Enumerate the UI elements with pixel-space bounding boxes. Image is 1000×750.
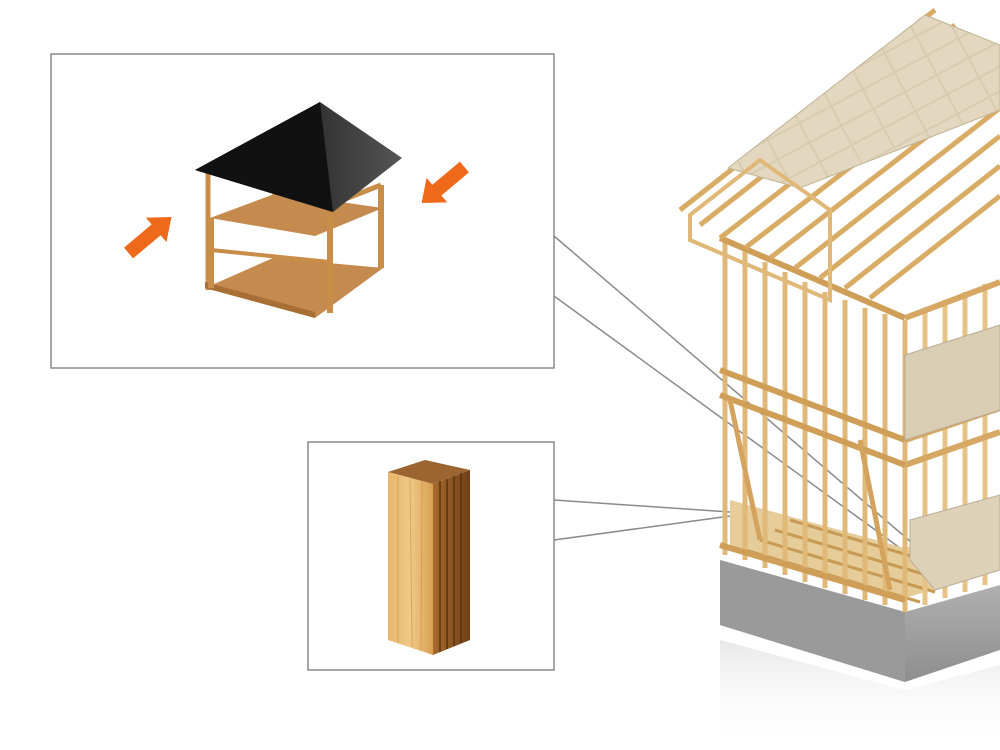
upper-floor-deck	[904, 324, 1000, 441]
house-frame-icon	[195, 102, 402, 318]
arrow-icon	[421, 161, 469, 203]
house-framing-illustration	[678, 8, 1000, 750]
callout-structure	[50, 53, 555, 369]
callout-lumber	[307, 441, 555, 671]
arrow-icon	[124, 217, 172, 259]
roof-sheathing	[726, 14, 1000, 189]
leader-lines	[553, 235, 919, 549]
lumber-post-icon	[388, 460, 470, 655]
lower-floor-deck	[909, 494, 1000, 591]
